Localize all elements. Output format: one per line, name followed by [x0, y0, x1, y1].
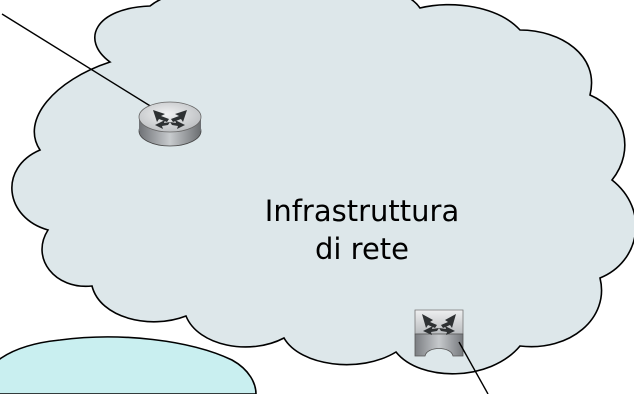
host-bubble: [0, 336, 257, 394]
switch-icon: [414, 309, 464, 357]
cloud-label-line1: Infrastruttura: [265, 194, 459, 228]
link-router: [1, 13, 161, 113]
link-switch: [458, 341, 489, 394]
cloud-label-line2: di rete: [315, 232, 409, 266]
router-icon: [138, 101, 202, 147]
network-cloud: [11, 0, 634, 375]
